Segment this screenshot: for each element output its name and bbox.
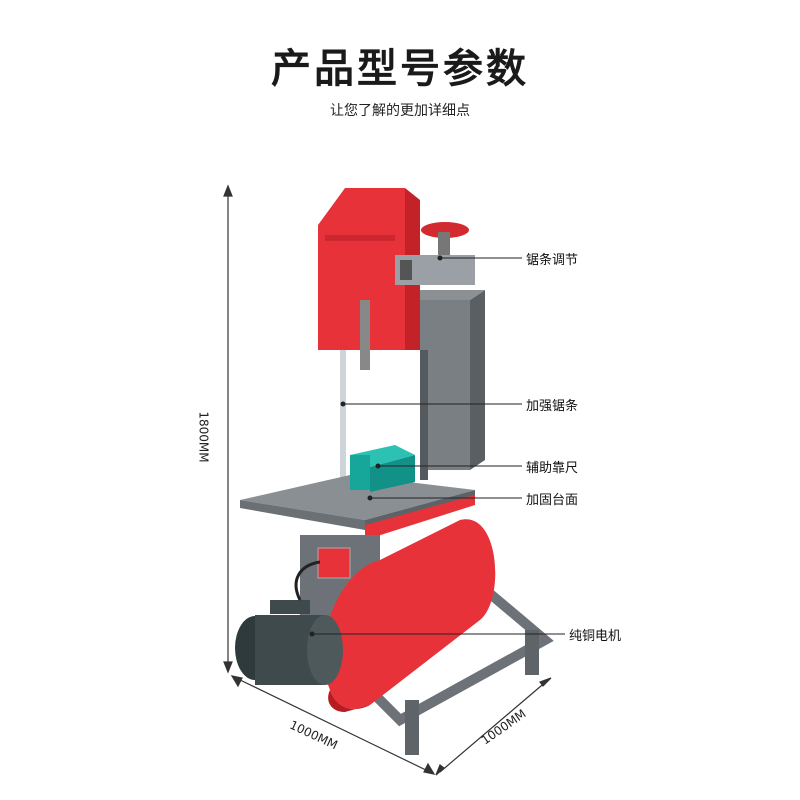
height-dimension-line: [223, 184, 233, 674]
blade-adjust-handwheel: [395, 222, 475, 285]
callout-leader-lines: [312, 257, 565, 635]
page-title: 产品型号参数: [271, 46, 529, 92]
callout-dots: [309, 255, 443, 637]
depth-dimension-line: [230, 675, 436, 775]
dimension-height-label: 1800MM: [196, 411, 211, 463]
callout-reinforced-table: 加固台面: [526, 493, 579, 508]
saw-blade: [340, 300, 428, 500]
copper-motor: [235, 560, 343, 685]
callout-auxiliary-fence: 辅助靠尺: [526, 461, 579, 476]
width-dimension-line: [435, 677, 552, 776]
lower-wheel-cover: [323, 519, 496, 712]
callout-reinforced-blade: 加强锯条: [526, 399, 579, 414]
page-subtitle: 让您了解的更加详细点: [330, 103, 470, 119]
callout-copper-motor: 纯铜电机: [569, 629, 622, 644]
auxiliary-fence: [350, 445, 415, 492]
callout-blade-adjust: 锯条调节: [526, 253, 579, 268]
work-table: [240, 475, 475, 540]
